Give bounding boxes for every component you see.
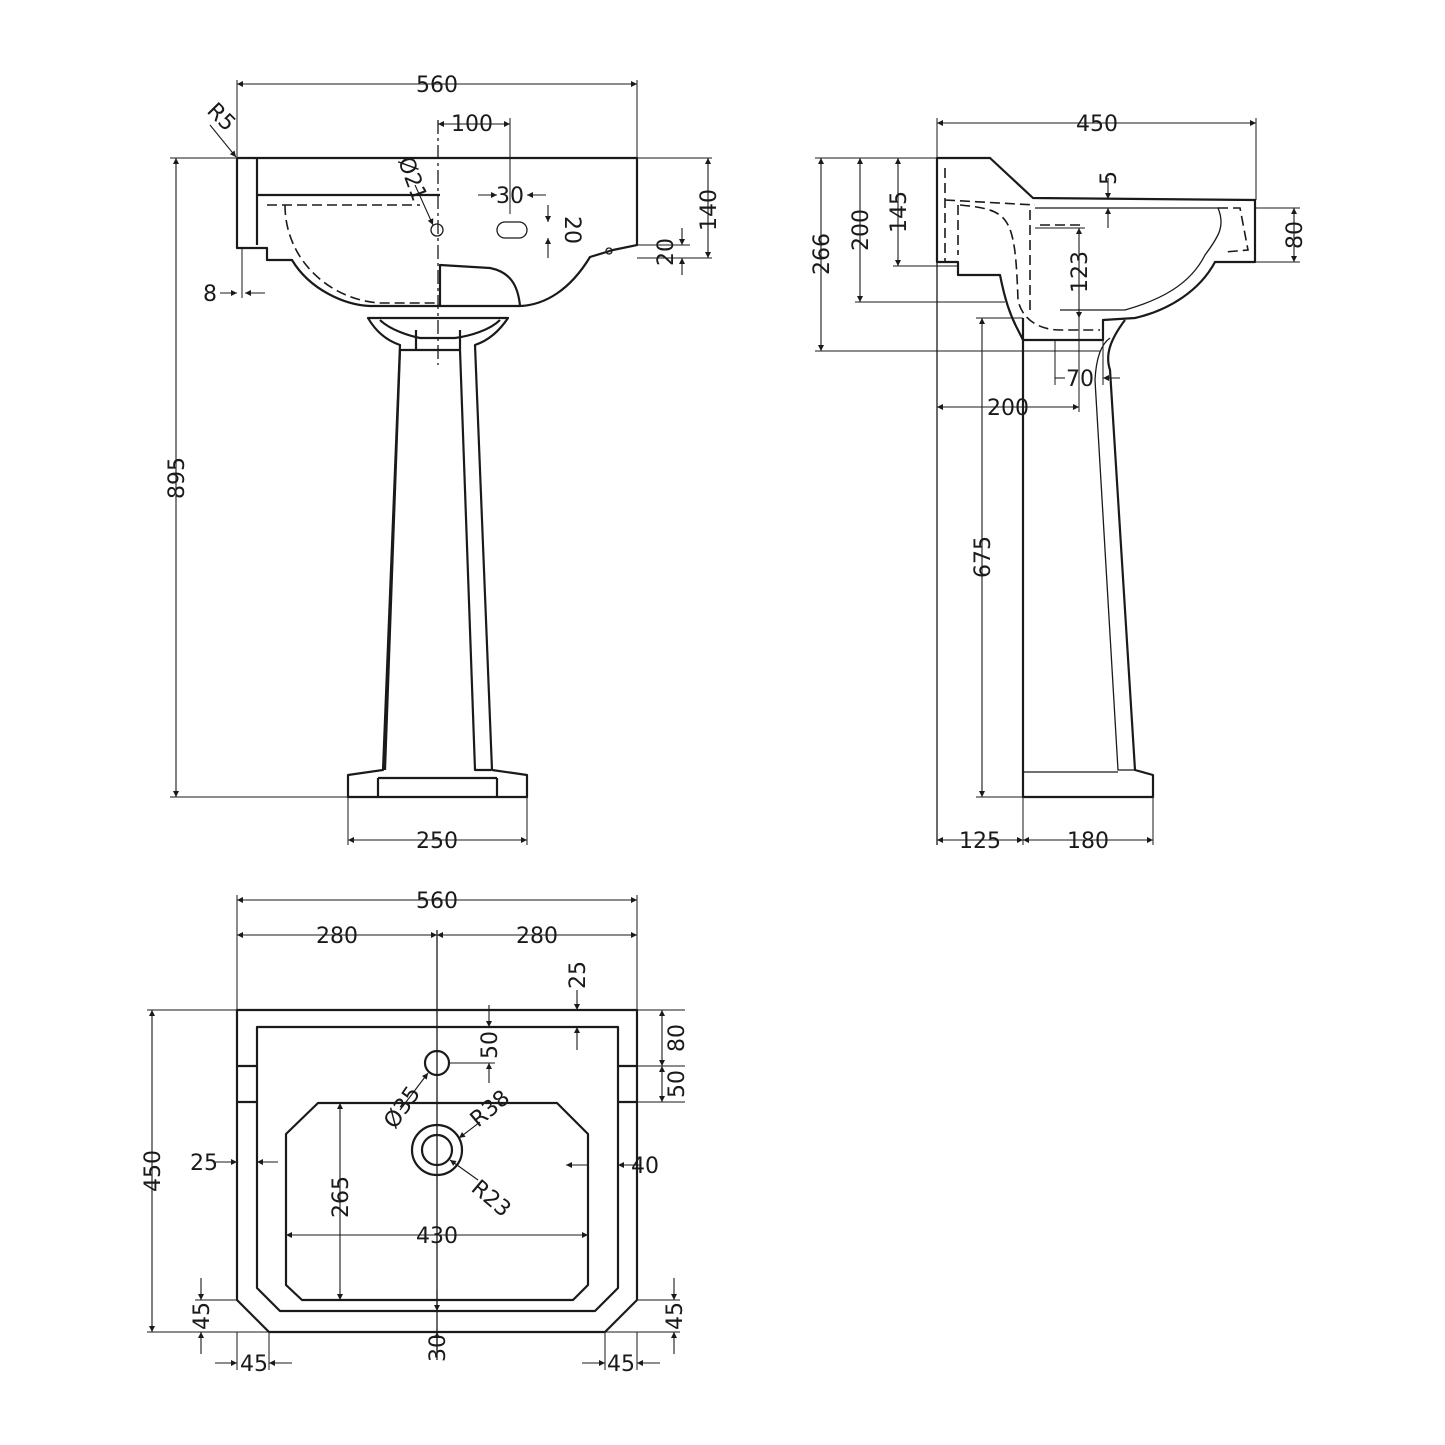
plan-waste-outer-label: R38 xyxy=(466,1086,515,1133)
front-corner-radius-label: R5 xyxy=(202,98,240,136)
front-tap-hole xyxy=(430,223,444,237)
plan-view: 560 280 280 25 50 80 50 Ø35 R38 R23 xyxy=(141,889,690,1377)
plan-back-step-label: 80 xyxy=(665,1024,690,1052)
side-pedestal-inner xyxy=(1023,337,1135,773)
plan-left-chamfer-height-label: 45 xyxy=(190,1302,215,1330)
side-top-thickness-label: 5 xyxy=(1097,171,1122,185)
plan-back-rim-label: 25 xyxy=(566,961,591,989)
front-waste-neck xyxy=(379,319,501,350)
front-lip-label: 8 xyxy=(203,282,217,307)
side-waste-width-label: 70 xyxy=(1066,367,1094,392)
front-width-label: 560 xyxy=(416,73,458,98)
front-small-hole xyxy=(605,247,613,255)
side-bracket-hidden xyxy=(944,168,1249,331)
plan-left-chamfer-width-label: 45 xyxy=(240,1352,268,1377)
plan-left-half-label: 280 xyxy=(316,924,358,949)
plan-right-rim-label: 40 xyxy=(631,1154,659,1179)
side-bowl-drop-label: 80 xyxy=(1283,221,1308,249)
plan-waste-inner-label: R23 xyxy=(466,1175,515,1222)
plan-right-half-label: 280 xyxy=(516,924,558,949)
front-bowl-hidden xyxy=(267,204,436,304)
side-pedestal xyxy=(1021,318,1155,799)
plan-front-rim-label: 30 xyxy=(426,1334,451,1362)
side-bowl-inner xyxy=(1035,207,1222,311)
front-pedestal xyxy=(346,316,529,799)
front-view: 560 R5 100 Ø21 30 20 140 20 8 xyxy=(165,73,722,854)
front-basin-outline xyxy=(235,156,639,308)
front-overflow-slot xyxy=(496,221,528,239)
side-view: 450 5 80 145 200 266 123 70 xyxy=(810,112,1308,854)
front-rim-step-label: 20 xyxy=(654,238,679,266)
side-wall-gap-label: 125 xyxy=(959,829,1001,854)
side-basin-height-label: 266 xyxy=(810,233,835,275)
plan-side-step-label: 50 xyxy=(665,1070,690,1098)
plan-tap-hole-label: Ø35 xyxy=(379,1082,425,1133)
side-pedestal-depth-label: 180 xyxy=(1067,829,1109,854)
plan-right-chamfer-width-label: 45 xyxy=(607,1352,635,1377)
front-tap-offset-label: 100 xyxy=(451,112,493,137)
side-waste-offset-label: 200 xyxy=(987,396,1029,421)
plan-bowl-depth-label: 265 xyxy=(329,1176,354,1218)
side-bowl-height-label: 200 xyxy=(849,209,874,251)
side-pedestal-height-label: 675 xyxy=(971,536,996,578)
plan-right-chamfer-height-label: 45 xyxy=(663,1302,688,1330)
front-total-height-label: 895 xyxy=(165,457,190,499)
side-basin-outline xyxy=(935,156,1257,342)
front-tap-hole-label: Ø21 xyxy=(392,154,431,205)
front-overflow-height-label: 20 xyxy=(559,216,584,244)
front-base-width-label: 250 xyxy=(416,829,458,854)
plan-side-steps xyxy=(237,1064,637,1104)
plan-width-label: 560 xyxy=(416,889,458,914)
front-pedestal-inner xyxy=(376,348,499,797)
side-waste-height-label: 123 xyxy=(1068,251,1093,293)
plan-rim-outline xyxy=(255,1025,620,1313)
plan-depth-label: 450 xyxy=(141,1150,166,1192)
front-overflow-width-label: 30 xyxy=(496,184,524,209)
plan-left-rim-label: 25 xyxy=(190,1151,218,1176)
front-basin-left-block xyxy=(255,158,440,245)
plan-waste-outer xyxy=(410,1123,464,1177)
front-rim-height-label: 140 xyxy=(697,189,722,231)
plan-bowl-outline xyxy=(284,1101,590,1302)
plan-waste-inner xyxy=(420,1133,454,1167)
plan-bowl-width-label: 430 xyxy=(416,1224,458,1249)
plan-tap-centre-label: 50 xyxy=(478,1031,503,1059)
side-bracket-height-label: 145 xyxy=(887,191,912,233)
side-depth-label: 450 xyxy=(1076,112,1118,137)
